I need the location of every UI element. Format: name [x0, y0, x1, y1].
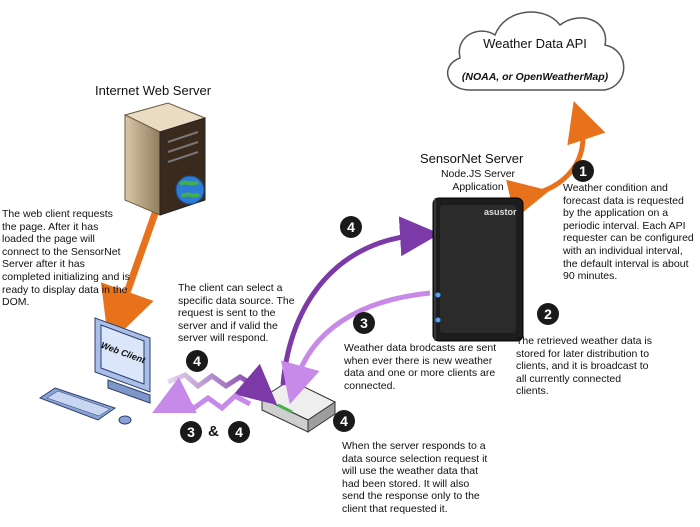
- web-server-icon: [123, 102, 207, 216]
- badge-step4-router: 4: [333, 410, 355, 432]
- badge-step4-client: 4: [186, 350, 208, 372]
- note-step4: When the server responds to a data sourc…: [342, 440, 488, 515]
- wireless-link-upper: [167, 363, 278, 406]
- selection-request-arrow: [280, 216, 440, 386]
- badge-step3-client: 3: [180, 421, 202, 443]
- badge-step4-server: 4: [340, 216, 362, 238]
- web-client-icon: [38, 317, 151, 425]
- note-step1: Weather condition and forecast data is r…: [563, 182, 694, 283]
- note-client-select: The client can select a specific data so…: [178, 282, 295, 345]
- sensornet-label: SensorNet Server: [420, 151, 524, 166]
- router-icon: [260, 379, 337, 433]
- note-step2: The retrieved weather data is stored for…: [516, 335, 652, 398]
- badge-step2: 2: [537, 303, 559, 325]
- note-web-client-request: The web client requests the page. After …: [2, 208, 130, 309]
- badge-step3-server: 3: [353, 312, 375, 334]
- page-load-arrow: [100, 203, 162, 345]
- wireless-link-lower: [152, 377, 252, 413]
- web-server-label: Internet Web Server: [95, 83, 212, 98]
- badge-step1: 1: [572, 160, 594, 182]
- app-label: Node.JS Server Application: [440, 168, 516, 193]
- broadcast-arrow: [280, 290, 431, 405]
- ampersand: &: [208, 423, 219, 440]
- server-brand: asustor: [484, 207, 517, 217]
- cloud-shape: [446, 11, 625, 91]
- cloud-subtitle: (NOAA, or OpenWeatherMap): [461, 71, 609, 83]
- note-step3: Weather data brodcasts are sent when eve…: [344, 342, 497, 392]
- sensornet-server-icon: [432, 197, 524, 342]
- badge-step4-client-lower: 4: [228, 421, 250, 443]
- cloud-title: Weather Data API: [483, 36, 587, 51]
